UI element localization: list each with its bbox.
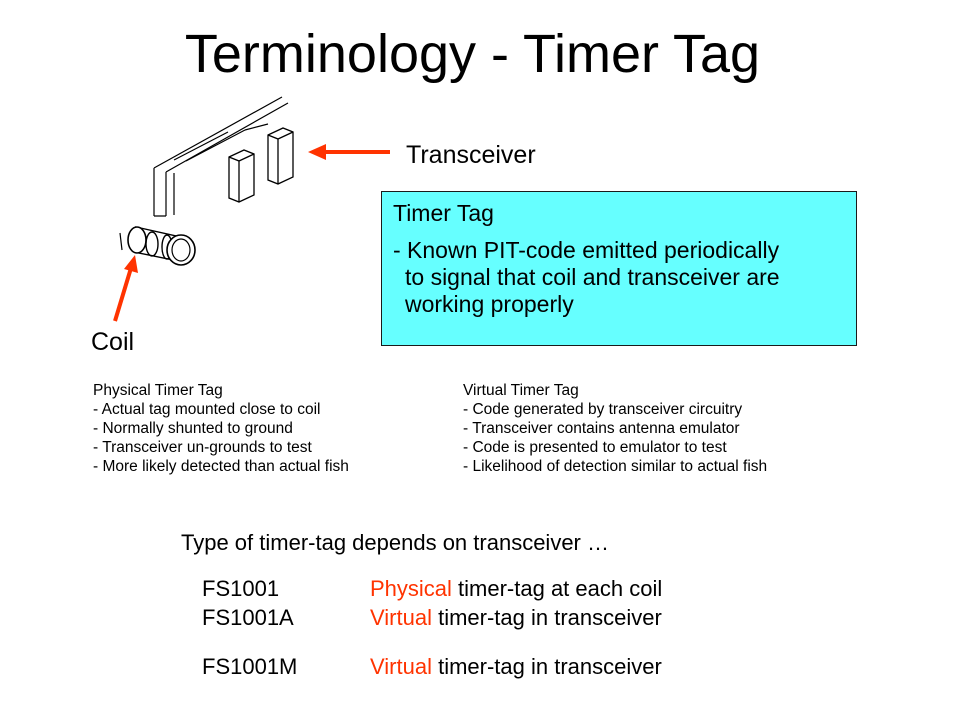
model-row: FS1001M Virtual timer-tag in transceiver xyxy=(202,652,762,681)
model-description: Virtual timer-tag in transceiver xyxy=(370,603,662,632)
timer-tag-description: - Known PIT-code emitted periodically to… xyxy=(393,237,846,318)
physical-heading: Physical Timer Tag xyxy=(93,382,223,399)
tag-kind: Virtual xyxy=(370,654,432,679)
tag-kind: Virtual xyxy=(370,605,432,630)
model-row: FS1001 Physical timer-tag at each coil xyxy=(202,574,762,603)
list-item: - Code generated by transceiver circuitr… xyxy=(463,401,743,418)
circuit-board-outline xyxy=(153,96,289,217)
coil-label: Coil xyxy=(91,328,135,356)
tag-kind-detail: timer-tag at each coil xyxy=(451,576,663,601)
circuit-board-trace xyxy=(173,123,269,162)
model-name: FS1001A xyxy=(202,605,294,630)
model-description: Physical timer-tag at each coil xyxy=(370,574,662,603)
page-title: Terminology - Timer Tag xyxy=(184,24,761,84)
coil xyxy=(119,226,196,266)
list-item: - Normally shunted to ground xyxy=(93,420,293,437)
transceiver-label: Transceiver xyxy=(406,141,536,169)
transceiver-arrow xyxy=(308,144,390,160)
coil-arrow xyxy=(113,255,138,322)
list-item: - Transceiver contains antenna emulator xyxy=(463,420,740,437)
list-item: - Likelihood of detection similar to act… xyxy=(463,458,768,475)
list-item: - More likely detected than actual fish xyxy=(93,458,349,475)
timer-tag-line: - Known PIT-code emitted periodically xyxy=(393,237,780,263)
timer-tag-heading: Timer Tag xyxy=(393,200,494,226)
model-row: FS1001A Virtual timer-tag in transceiver xyxy=(202,603,762,632)
tag-kind: Physical xyxy=(370,576,452,601)
model-name: FS1001 xyxy=(202,576,280,601)
transceiver-module-left xyxy=(228,149,255,203)
list-item: - Transceiver un-grounds to test xyxy=(93,439,312,456)
model-name: FS1001M xyxy=(202,654,298,679)
physical-timer-tag-list: Physical Timer Tag - Actual tag mounted … xyxy=(93,381,349,476)
tag-kind-detail: timer-tag in transceiver xyxy=(431,654,662,679)
summary-lead: Type of timer-tag depends on transceiver… xyxy=(181,530,609,555)
virtual-timer-tag-list: Virtual Timer Tag - Code generated by tr… xyxy=(463,381,767,476)
timer-tag-definition-box: Timer Tag - Known PIT-code emitted perio… xyxy=(381,191,857,346)
list-item: - Code is presented to emulator to test xyxy=(463,439,727,456)
transceiver-module-right xyxy=(267,127,294,185)
virtual-heading: Virtual Timer Tag xyxy=(463,382,579,399)
tag-kind-detail: timer-tag in transceiver xyxy=(431,605,662,630)
timer-tag-line: to signal that coil and transceiver are xyxy=(405,264,780,290)
timer-tag-line: working properly xyxy=(405,291,574,317)
list-item: - Actual tag mounted close to coil xyxy=(93,401,321,418)
model-description: Virtual timer-tag in transceiver xyxy=(370,652,662,681)
